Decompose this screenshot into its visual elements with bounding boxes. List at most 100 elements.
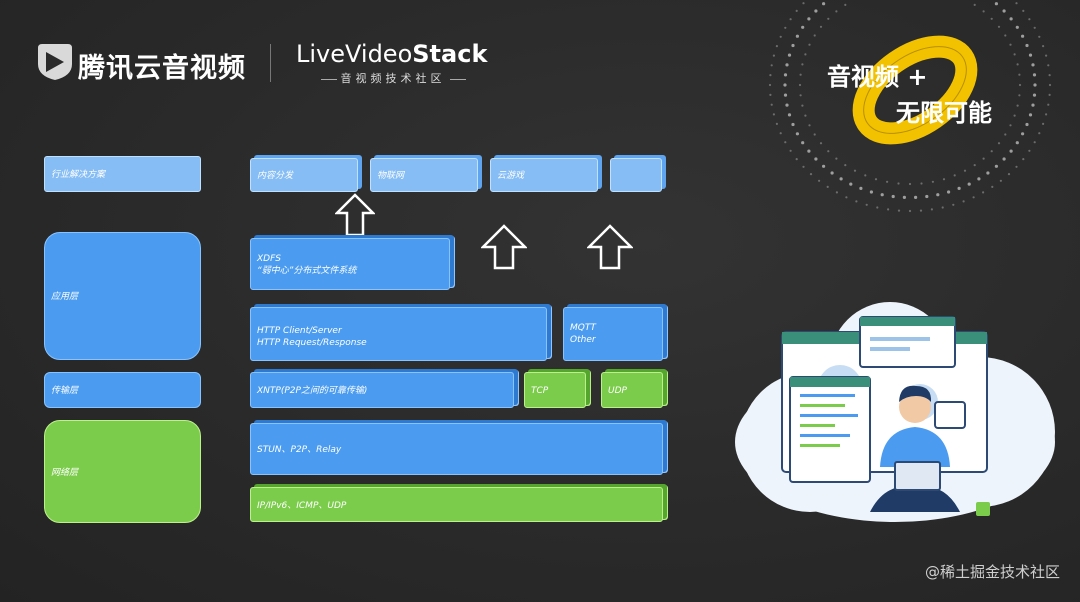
ip-layer-box: IP/IPv6、ICMP、UDP <box>250 487 663 522</box>
xdfs-subtitle: “弱中心”分布式文件系统 <box>257 266 357 276</box>
ring-dot <box>952 203 955 206</box>
ring-dot <box>1015 141 1019 145</box>
ring-dot <box>784 141 787 144</box>
ring-dot <box>1033 26 1036 29</box>
ring-dot <box>787 53 792 57</box>
ring-dot <box>1021 132 1025 136</box>
yellow-ring-badge-icon <box>852 35 978 145</box>
ring-dot <box>835 191 838 194</box>
ring-dot <box>1007 173 1011 176</box>
ring-dot <box>1018 94 1021 97</box>
ring-dot <box>973 164 976 167</box>
ring-dot <box>886 180 889 183</box>
application-layer-box: 应用层 <box>44 232 201 360</box>
ring-dot <box>1028 149 1031 152</box>
ring-dot <box>967 182 971 186</box>
ring-dot <box>990 150 993 153</box>
ring-dot <box>1032 93 1037 97</box>
ring-dot <box>801 104 804 107</box>
ring-dot <box>813 34 816 37</box>
ring-dot <box>795 9 798 12</box>
ring-dot <box>808 43 811 46</box>
ring-dot <box>770 103 773 106</box>
ring-dot <box>779 132 782 135</box>
ring-dot <box>865 203 868 206</box>
ring-dot <box>783 93 788 97</box>
ring-dot <box>997 142 1001 145</box>
tcp-box: TCP <box>524 372 586 408</box>
ring-dot <box>807 17 811 21</box>
ring-dot <box>789 149 792 152</box>
mqtt-line-2: Other <box>570 335 596 345</box>
ring-dot <box>925 194 929 199</box>
ring-dot <box>1015 165 1018 168</box>
ring-dot <box>963 169 967 172</box>
logo-part-live: Live <box>296 40 346 68</box>
ring-dot <box>784 26 787 29</box>
ring-dot <box>891 194 895 199</box>
ring-dot <box>902 195 906 199</box>
xdfs-box: XDFS “弱中心”分布式文件系统 <box>250 238 450 290</box>
ring-dot <box>1004 34 1007 37</box>
mqtt-line-1: MQTT <box>570 323 596 333</box>
ring-dot <box>994 2 998 6</box>
ring-dot <box>772 113 775 116</box>
livevideostack-logo: LiveVideoStack <box>296 40 487 68</box>
ring-dot <box>826 185 829 188</box>
ring-dot <box>908 182 912 186</box>
stun-p2p-relay-box: STUN、P2P、Relay <box>250 423 663 475</box>
ring-dot <box>1033 83 1037 87</box>
ring-dot <box>783 73 788 77</box>
ring-dot <box>930 208 933 211</box>
ring-dot <box>864 174 867 177</box>
udp-box: UDP <box>601 372 663 408</box>
ring-dot <box>822 2 826 6</box>
up-arrow-icon <box>335 193 375 237</box>
livevideostack-subtitle: 音视频技术社区 <box>298 70 488 86</box>
ring-dot <box>1042 122 1045 125</box>
dotted-ring-decoration <box>768 2 1052 213</box>
ring-dot <box>849 182 853 186</box>
ring-dot <box>801 141 805 145</box>
ring-dot <box>990 17 993 20</box>
ring-dot <box>947 190 951 194</box>
http-line-1: HTTP Client/Server <box>257 326 342 336</box>
ring-dot <box>942 178 946 181</box>
transport-layer-box: 传输层 <box>44 372 201 408</box>
ring-dot <box>813 133 816 136</box>
ring-dot <box>775 45 778 48</box>
ring-dot <box>798 83 802 87</box>
empty-top-box <box>610 158 662 192</box>
ring-dot <box>853 169 857 172</box>
ring-dot <box>1018 73 1021 76</box>
ring-dot <box>1004 133 1007 136</box>
ring-dot <box>957 186 961 190</box>
ring-dot <box>994 164 998 168</box>
ring-dot <box>772 54 775 57</box>
cloud-gaming-box: 云游戏 <box>490 158 598 192</box>
ring-dot <box>869 190 873 194</box>
ring-dot <box>775 122 778 125</box>
ring-dot <box>801 63 804 66</box>
ring-dot <box>808 124 811 127</box>
ring-dot <box>1022 158 1025 161</box>
ring-dot <box>1038 35 1041 38</box>
ring-dot <box>814 157 818 161</box>
ring-dot <box>1031 103 1035 107</box>
ring-dot <box>795 34 799 38</box>
ring-dot <box>1009 17 1013 21</box>
ring-dot <box>1047 103 1050 106</box>
ring-dot <box>1025 43 1029 48</box>
ring-dot <box>804 53 807 56</box>
ring-dot <box>785 103 789 107</box>
ring-dot <box>1025 122 1029 127</box>
ring-dot <box>1002 9 1006 13</box>
ring-dot <box>936 193 940 197</box>
ring-dot <box>819 25 823 28</box>
ring-dot <box>787 113 792 117</box>
ring-dot <box>799 73 802 76</box>
ring-dot <box>908 209 912 213</box>
ring-dot <box>986 171 990 175</box>
ring-dot <box>835 157 838 160</box>
ring-dot <box>1045 54 1048 57</box>
